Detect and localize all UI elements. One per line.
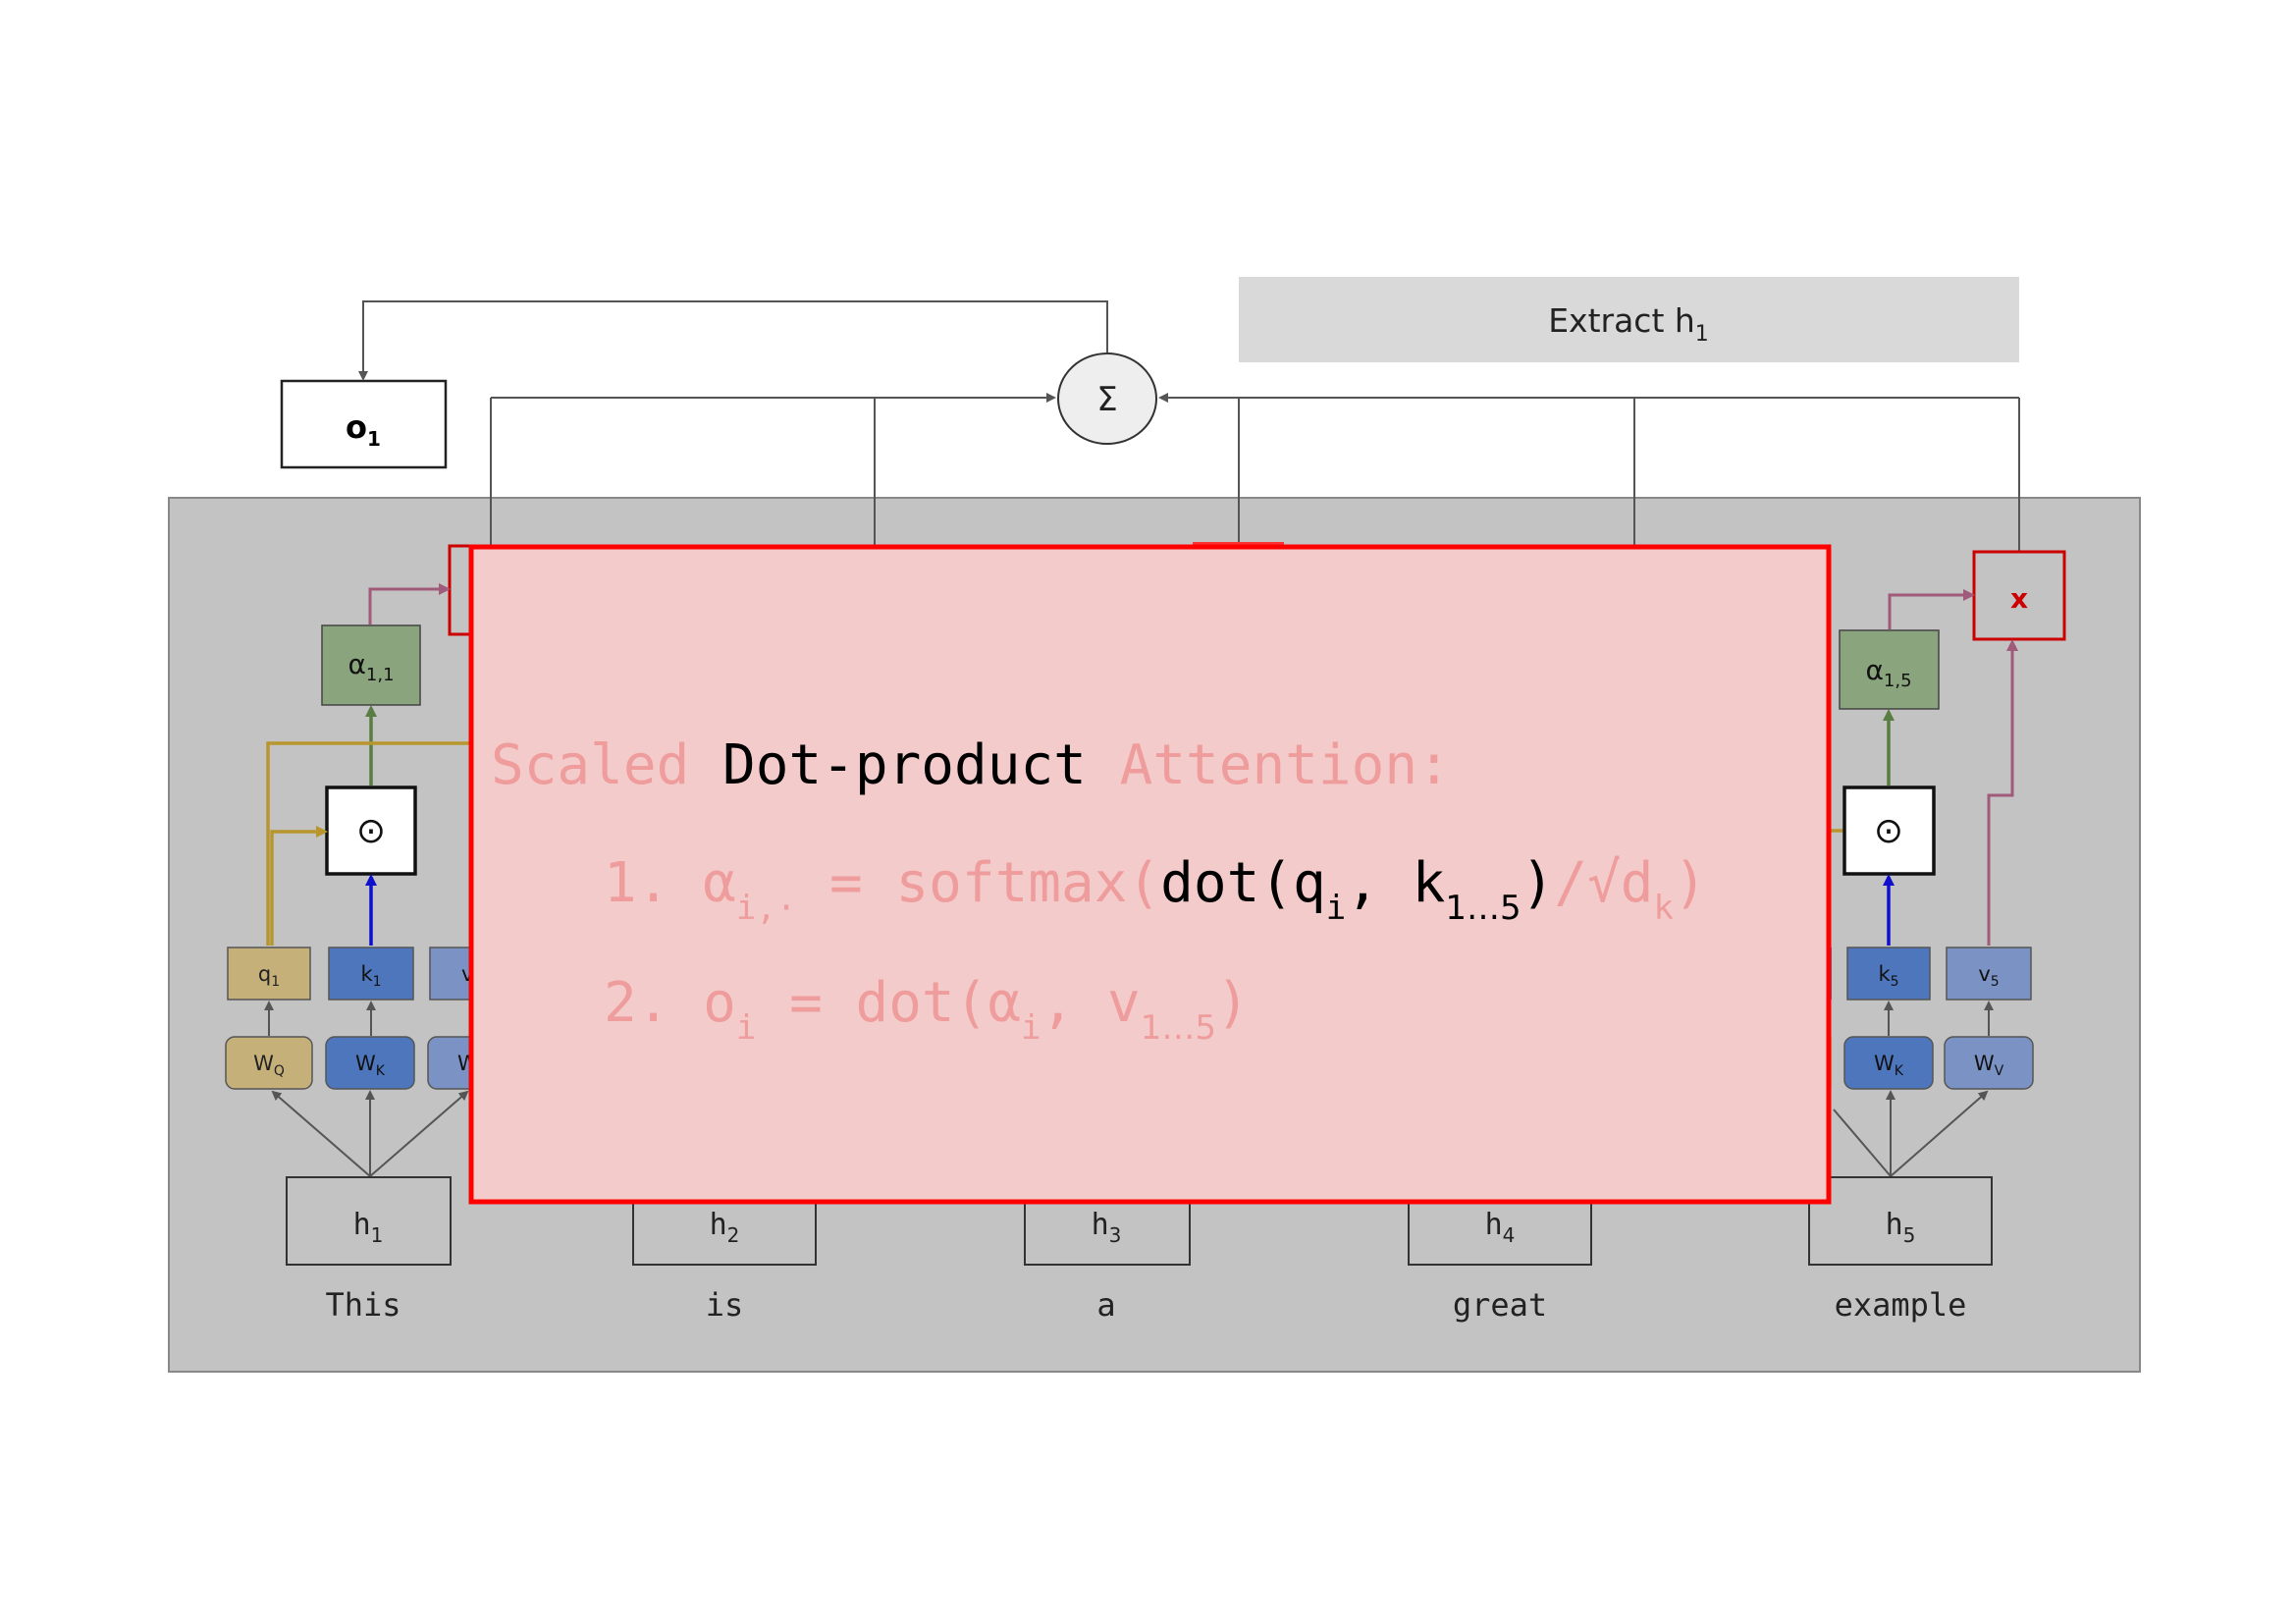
h5-box: [1808, 1176, 1993, 1266]
wv-box-right: [1944, 1036, 2034, 1090]
alpha-to-mult-right-line: [1888, 589, 1975, 629]
token-row: h1 This h2 is h3 a h4 great h5 example: [286, 1176, 1993, 1324]
k-box-right: [1846, 947, 1931, 1001]
h1-label: h1: [353, 1208, 384, 1247]
equation-1: 1. αi,· = softmax(dot(qi, k1…5)/√dk): [604, 851, 1707, 928]
word-a: a: [1096, 1286, 1115, 1324]
h3-label: h3: [1092, 1208, 1122, 1247]
h5-to-wq-line: [1833, 1109, 1892, 1177]
wv-label-right: WV: [1974, 1052, 2004, 1079]
alpha-to-mult-left-line: [368, 583, 451, 624]
callout-title: Scaled Dot-product Attention:: [491, 733, 1451, 797]
wq-box-left: [225, 1036, 313, 1090]
v-box-right: [1946, 947, 2032, 1001]
h1-to-wv-line: [369, 1090, 469, 1177]
h2-label: h2: [710, 1208, 740, 1247]
h4-label: h4: [1485, 1208, 1516, 1247]
k-label-right: k5: [1878, 962, 1898, 990]
k-label-left: k1: [360, 962, 381, 990]
sum-to-output-line: [358, 300, 1108, 381]
h1-box: [286, 1176, 452, 1266]
q-broadcast-line: [266, 741, 471, 946]
q-to-dot-left-line: [270, 826, 328, 946]
dot-product-icon-right: ⊙: [1874, 811, 1903, 851]
v-label-right: v5: [1978, 962, 1999, 990]
sum-node: [1057, 352, 1157, 445]
v-to-mult-right-line: [1987, 639, 2018, 946]
wk-label-right: WK: [1874, 1052, 1904, 1079]
output-label: o1: [346, 408, 381, 451]
dot-product-icon: ⊙: [356, 811, 386, 851]
wk-box-left: [325, 1036, 415, 1090]
word-is: is: [706, 1286, 744, 1324]
q-box-left: [227, 947, 311, 1001]
extract-banner: [1239, 277, 2019, 362]
wk-box-right: [1843, 1036, 1934, 1090]
wk-label-left: WK: [355, 1052, 386, 1079]
alpha-label-right: α1,5: [1865, 654, 1911, 691]
h5-label: h5: [1886, 1208, 1916, 1247]
wq-label-left: WQ: [253, 1052, 285, 1079]
word-this: This: [325, 1286, 400, 1324]
h1-to-wq-line: [271, 1090, 371, 1177]
word-great: great: [1453, 1286, 1547, 1324]
equation-2: 2. oi = dot(αi, v1…5): [604, 971, 1250, 1048]
output-box: [280, 379, 448, 469]
word-example: example: [1835, 1286, 1967, 1324]
k-box-left: [328, 947, 414, 1001]
h5-to-wv-line: [1890, 1090, 1989, 1177]
multiply-icon: x: [2010, 582, 2028, 615]
attention-callout: [468, 544, 1832, 1205]
alpha-box-left: [321, 624, 421, 706]
q-label-left: q1: [258, 962, 280, 990]
extract-banner-label: Extract h1: [1548, 301, 1709, 347]
sum-icon: Σ: [1096, 380, 1117, 419]
alpha-label-left: α1,1: [347, 648, 394, 685]
alpha-box-right: [1839, 629, 1940, 710]
